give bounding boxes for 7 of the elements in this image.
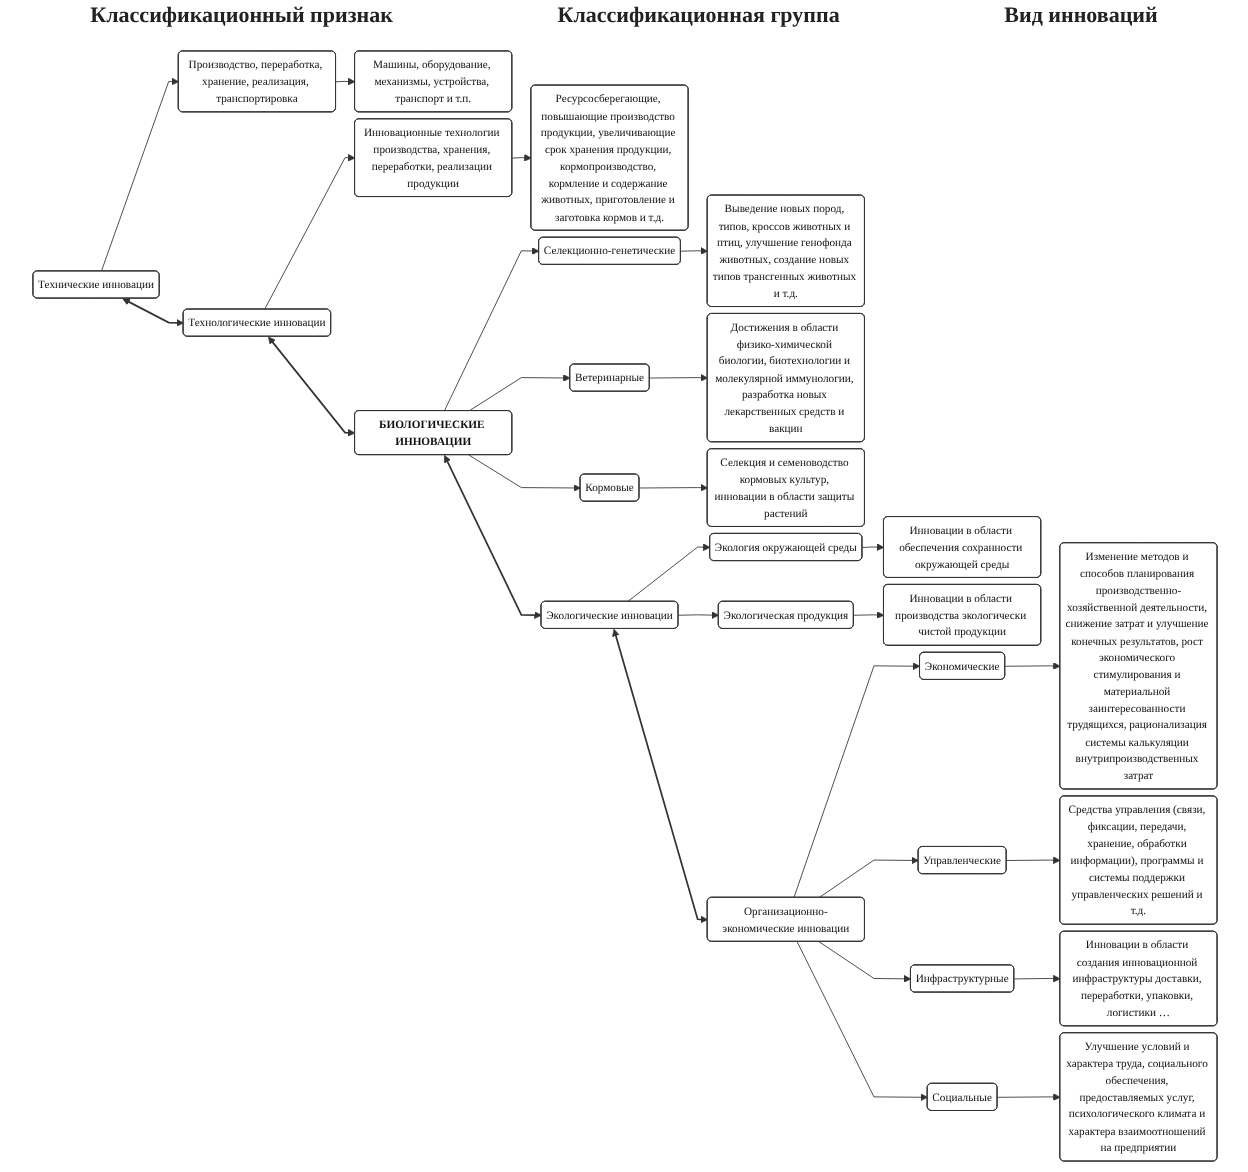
arrow [443,455,541,619]
column-heading: Вид инноваций [1004,4,1158,32]
column-heading: Классификационный признак [90,4,393,32]
column-heading: Классификационная группа [557,4,840,32]
arrow [267,336,355,437]
arrow [611,628,707,924]
arrow [121,298,183,327]
